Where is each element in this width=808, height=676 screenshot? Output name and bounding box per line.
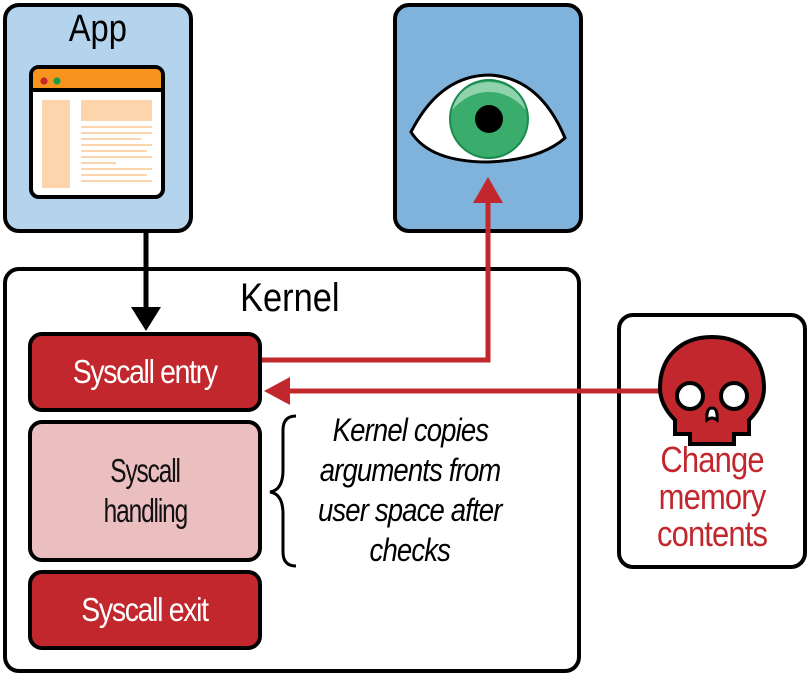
syscall-exit-stage: Syscall exit [28,570,262,650]
entry-to-observer-arrow [262,177,503,363]
attacker-to-entry-arrow [264,377,668,405]
browser-window-icon [29,65,165,199]
app-title: App [68,8,128,50]
sidebar-block [42,100,70,188]
note-line: user space after [318,492,502,528]
skull-icon [657,334,767,446]
window-close-dot [40,77,48,85]
syscall-exit-label: Syscall exit [81,591,210,628]
window-maximize-dot [53,77,61,85]
curly-brace [269,414,297,568]
note-line: checks [369,532,451,568]
kernel-copy-note: Kernel copies arguments from user space … [290,410,530,570]
header-block [81,100,152,121]
syscall-entry-label: Syscall entry [72,353,218,390]
eye-icon [409,73,567,164]
kernel-title: Kernel [240,276,340,320]
note-line: arguments from [319,452,502,488]
attacker-label: Change memory contents [656,439,768,554]
note-line: Kernel copies [332,412,488,448]
syscall-entry-stage: Syscall entry [28,332,262,412]
app-to-entry-arrow [131,233,161,331]
